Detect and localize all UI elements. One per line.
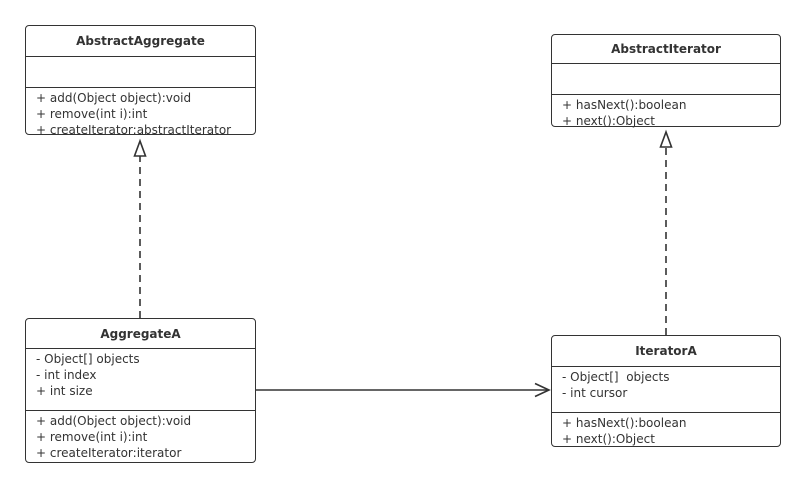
method: + createIterator:abstractIterator [36,123,232,137]
class-name: AbstractIterator [552,35,780,64]
attribute: - Object[] objects [36,352,140,366]
attributes-section: - Object[] objects - int index + int siz… [26,349,255,411]
method: + next():Object [562,114,655,128]
method: + createIterator:iterator [36,446,182,460]
attribute: - Object[] objects [562,370,670,384]
class-aggregate-a[interactable]: AggregateA - Object[] objects - int inde… [25,318,256,463]
class-iterator-a[interactable]: IteratorA - Object[] objects - int curso… [551,335,781,447]
class-abstract-iterator[interactable]: AbstractIterator + hasNext():boolean + n… [551,34,781,129]
class-name: AbstractAggregate [26,26,255,57]
class-name: AggregateA [26,319,255,349]
methods-section: + hasNext():boolean + next():Object [552,95,780,129]
method: + remove(int i):int [36,107,148,121]
attributes-section [552,64,780,95]
attributes-section: - Object[] objects - int cursor [552,367,780,413]
method: + add(Object object):void [36,91,192,105]
attribute: - int cursor [562,386,628,400]
methods-section: + add(Object object):void + remove(int i… [26,411,255,461]
method: + remove(int i):int [36,430,148,444]
method: + add(Object object):void [36,414,192,428]
attribute: + int size [36,384,93,398]
method: + hasNext():boolean [562,98,687,112]
attributes-section [26,57,255,88]
hollow-triangle-arrow-icon [133,138,147,157]
hollow-triangle-arrow-icon [659,129,673,148]
method: + next():Object [562,432,655,446]
class-name: IteratorA [552,336,780,367]
class-abstract-aggregate[interactable]: AbstractAggregate + add(Object object):v… [25,25,256,138]
methods-section: + hasNext():boolean + next():Object [552,413,780,447]
open-arrow-icon [534,382,551,398]
method: + hasNext():boolean [562,416,687,430]
methods-section: + add(Object object):void + remove(int i… [26,88,255,138]
attribute: - int index [36,368,97,382]
